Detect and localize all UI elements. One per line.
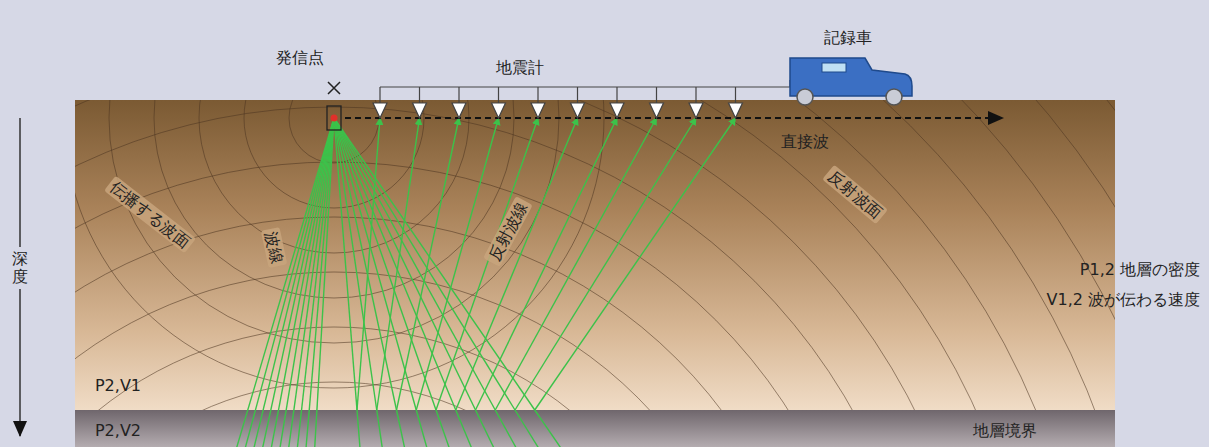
ray [334,118,476,410]
reflected-front [75,100,1115,410]
reflected-front [75,100,1115,410]
truck-label: 記録車 [824,28,872,47]
reflected-ray [476,118,618,410]
recording-truck [790,58,912,105]
ray [334,118,436,410]
geophone-cable [380,80,790,87]
ray [260,118,334,447]
transmitted-ray [456,410,478,447]
geophone-wire [577,87,578,103]
reflected-ray [377,118,420,410]
source-pit [327,106,341,130]
transmitted-ray [397,410,408,447]
geophone [452,103,466,118]
source-label: 発信点 [276,48,324,67]
reflected-front [75,100,984,410]
axis-label: 深度 [12,247,28,288]
geophone-wire [695,87,696,103]
reflected-ray [495,118,656,410]
reflected-ray [436,118,538,410]
geophone-wire [735,87,736,103]
reflected-ray [515,118,696,410]
reflected-ray [535,118,736,410]
lower-layer [75,410,1115,447]
wave-front [154,100,514,298]
geophone-wire [537,87,538,103]
ray [334,118,397,410]
ray [251,118,334,447]
wave-front [289,100,379,163]
reflected-front [75,107,929,410]
reflected-front [75,100,1115,410]
ray [233,118,334,447]
transmitted-ray [357,410,361,447]
reflected-front [75,100,1115,410]
geophone [492,103,506,118]
reflected-front [75,327,709,410]
reflected-front [75,100,1115,410]
reflected-front [75,100,1115,410]
ray [269,118,334,447]
source-mark [328,82,340,94]
reflected-front [75,272,764,410]
geophone-wire [656,87,657,103]
geophone-wire [379,87,380,103]
seismometer-label: 地震計 [496,58,544,77]
geophone [650,103,664,118]
key-label: V1,2 波が伝わる速度 [1047,290,1200,309]
transmitted-ray [535,410,571,447]
ray [278,118,334,447]
upper-layer [75,100,1115,410]
reflected-front [75,100,1115,410]
wave-label: 直接波 [781,132,829,151]
geophone-wire [458,87,459,103]
transmitted-ray [436,410,454,447]
reflected-ray [397,118,460,410]
reflected-front [75,100,1094,410]
geophone [373,103,387,118]
ray [296,118,334,447]
ray [334,118,416,410]
geophone [531,103,545,118]
geophone [413,103,427,118]
source-point [331,115,338,122]
key-label: P1,2 地層の密度 [1080,260,1200,279]
transmitted-ray [476,410,501,447]
wave-front [109,100,559,343]
ray [334,118,456,410]
geophone [689,103,703,118]
reflected-ray [456,118,578,410]
wave-front [244,100,424,208]
geophone [729,103,743,118]
layer-label: P2,V1 [95,376,141,395]
reflected-front [75,100,1039,410]
ray [242,118,334,447]
transmitted-ray [495,410,524,447]
geophone-wire [616,87,617,103]
ray [334,118,357,410]
transmitted-ray [377,410,385,447]
geophone [571,103,585,118]
boundary-label: 地層境界 [973,421,1037,440]
geophone [610,103,624,118]
transmitted-ray [416,410,431,447]
layer-label: P2,V2 [95,421,141,440]
reflected-front [75,100,1115,410]
geophone-wire [498,87,499,103]
direct-wave-arrow [345,117,1003,119]
geophone-wire [419,87,420,103]
transmitted-ray [515,410,547,447]
ray [334,118,515,410]
reflected-ray [416,118,498,410]
ray [334,118,495,410]
reflected-front [75,382,654,410]
ray [334,118,535,410]
